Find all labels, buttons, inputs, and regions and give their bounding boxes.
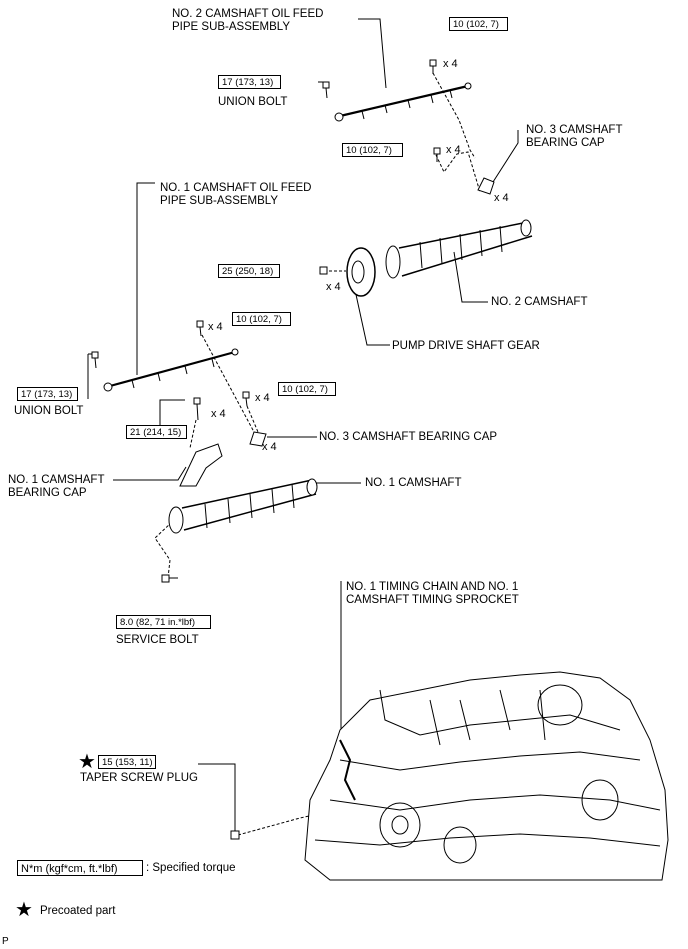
label-pump-drive-gear: PUMP DRIVE SHAFT GEAR (392, 340, 540, 352)
qty-cap3-mid: x 4 (262, 441, 277, 453)
legend-torque-text: : Specified torque (146, 862, 236, 874)
legend-star-icon: ★ (15, 899, 33, 921)
service-bolt (161, 574, 178, 583)
pipe2-bolts (429, 59, 437, 74)
legend-precoated-text: Precoated part (40, 905, 116, 917)
oil-feed-pipe-1 (103, 348, 239, 392)
engine-block (304, 671, 669, 881)
bearing-cap-1 (179, 397, 223, 487)
precoat-star-icon: ★ (78, 751, 96, 773)
pipe1-bolts (196, 320, 204, 337)
qty-feed2-bolts: x 4 (443, 58, 458, 70)
qty-cap3-mid-bolts: x 4 (255, 392, 270, 404)
bearing-cap-3-top (433, 147, 495, 195)
label-camshaft-1: NO. 1 CAMSHAFT (365, 477, 462, 489)
label-camshaft-2: NO. 2 CAMSHAFT (491, 296, 588, 308)
bearing-cap-3-mid (242, 391, 267, 447)
torque-feed1-bolts: 10 (102, 7) (232, 312, 291, 326)
qty-cap1-bolts: x 4 (211, 408, 226, 420)
torque-cap3-top: 10 (102, 7) (342, 143, 403, 157)
torque-union-top: 17 (173, 13) (218, 75, 281, 89)
torque-cap3-mid: 10 (102, 7) (278, 382, 336, 396)
torque-service-bolt: 8.0 (82, 71 in.*lbf) (116, 615, 211, 629)
qty-cap3-top: x 4 (494, 192, 509, 204)
torque-plug: 15 (153, 11) (98, 755, 156, 769)
torque-cap1: 21 (214, 15) (126, 425, 187, 439)
qty-gear-bolts: x 4 (326, 281, 341, 293)
label-oil-feed-pipe-2: NO. 2 CAMSHAFT OIL FEED PIPE SUB-ASSEMBL… (172, 8, 324, 33)
label-union-bolt-top: UNION BOLT (218, 96, 288, 108)
label-bearing-cap-1: NO. 1 CAMSHAFT BEARING CAP (8, 474, 105, 499)
camshaft-1 (168, 478, 318, 534)
qty-feed1-bolts: x 4 (208, 321, 223, 333)
union-bolt-left (91, 351, 99, 369)
label-taper-plug: TAPER SCREW PLUG (80, 772, 198, 784)
oil-feed-pipe-2 (334, 82, 472, 122)
footer-code: P (2, 936, 9, 947)
label-oil-feed-pipe-1: NO. 1 CAMSHAFT OIL FEED PIPE SUB-ASSEMBL… (160, 182, 312, 207)
union-bolt-top (322, 81, 330, 99)
label-bearing-cap-3-top: NO. 3 CAMSHAFT BEARING CAP (526, 124, 623, 149)
torque-feed2-bolts: 10 (102, 7) (449, 17, 508, 31)
pump-drive-shaft-gear (319, 247, 376, 297)
taper-screw-plug (230, 830, 240, 840)
torque-gear: 25 (250, 18) (218, 264, 280, 278)
label-service-bolt: SERVICE BOLT (116, 634, 199, 646)
legend-torque-box: N*m (kgf*cm, ft.*lbf) (17, 860, 143, 876)
camshaft-2 (385, 219, 533, 279)
qty-cap3-top-bolts: x 4 (446, 144, 461, 156)
torque-union-left: 17 (173, 13) (17, 387, 78, 401)
label-bearing-cap-3-mid: NO. 3 CAMSHAFT BEARING CAP (319, 431, 498, 443)
label-union-bolt-left: UNION BOLT (14, 405, 84, 417)
label-timing-chain: NO. 1 TIMING CHAIN AND NO. 1 CAMSHAFT TI… (346, 581, 519, 606)
